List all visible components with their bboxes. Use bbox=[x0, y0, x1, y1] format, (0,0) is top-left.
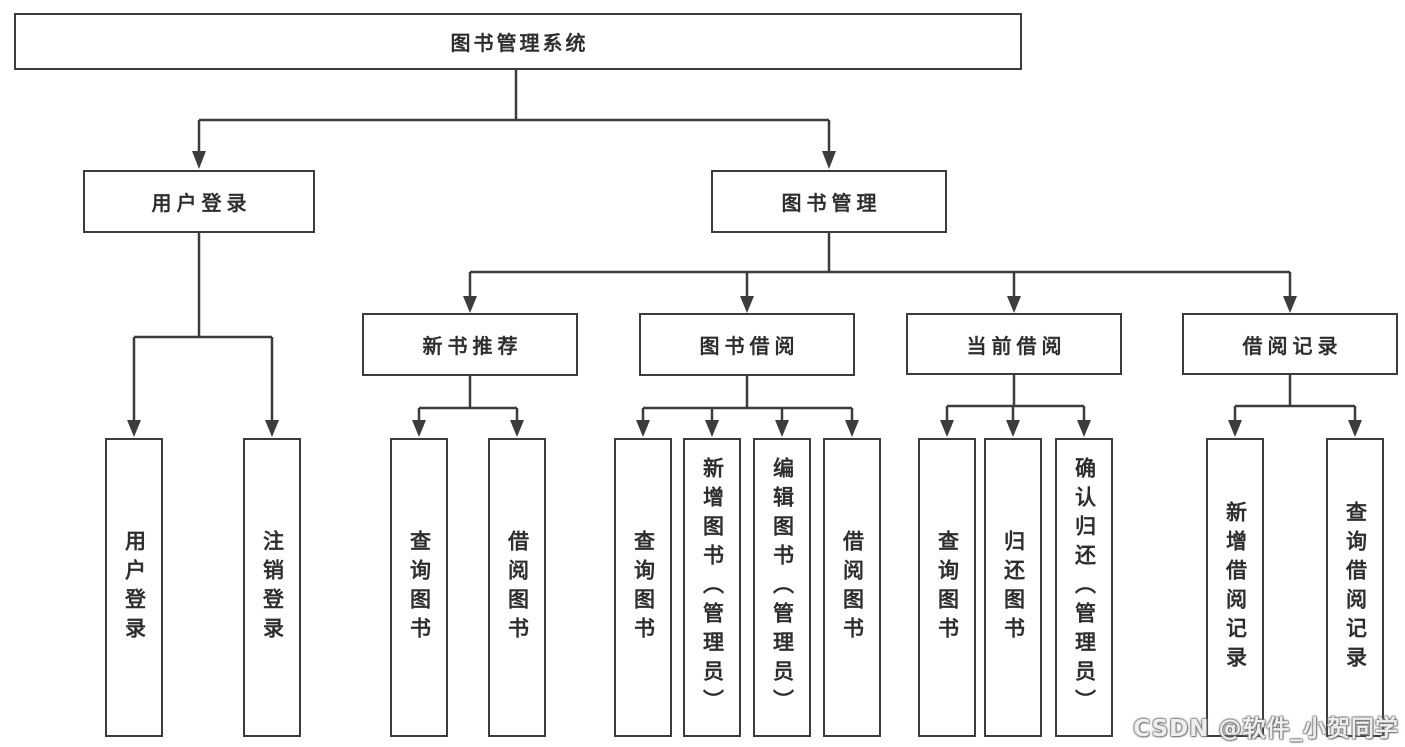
node-library-management-system: 图书管理系统 bbox=[14, 13, 1022, 70]
leaf-user-login: 用户登录 bbox=[105, 438, 163, 737]
leaf-query-books-recommend: 查询图书 bbox=[390, 438, 448, 737]
leaf-borrow-books-recommend: 借阅图书 bbox=[488, 438, 546, 737]
leaf-query-books-borrowing: 查询图书 bbox=[614, 438, 672, 737]
leaf-query-borrow-record: 查询借阅记录 bbox=[1326, 438, 1384, 737]
leaf-edit-books-admin: 编辑图书（管理员） bbox=[753, 438, 811, 737]
node-current-borrowing: 当前借阅 bbox=[906, 313, 1122, 375]
leaf-logout: 注销登录 bbox=[243, 438, 301, 737]
node-book-management: 图书管理 bbox=[711, 170, 947, 233]
node-borrowing-records: 借阅记录 bbox=[1182, 313, 1398, 375]
csdn-watermark: CSDN @软件_小贺同学 bbox=[1133, 716, 1399, 742]
node-book-borrowing: 图书借阅 bbox=[639, 313, 855, 376]
leaf-borrow-books: 借阅图书 bbox=[823, 438, 881, 737]
leaf-add-books-admin: 新增图书（管理员） bbox=[683, 438, 741, 737]
node-user-login: 用户登录 bbox=[83, 170, 315, 233]
leaf-return-books: 归还图书 bbox=[984, 438, 1042, 737]
leaf-add-borrow-record: 新增借阅记录 bbox=[1206, 438, 1264, 737]
leaf-confirm-return-admin: 确认归还（管理员） bbox=[1055, 438, 1113, 737]
node-new-book-recommendation: 新书推荐 bbox=[362, 313, 578, 376]
leaf-query-books-current: 查询图书 bbox=[918, 438, 976, 737]
